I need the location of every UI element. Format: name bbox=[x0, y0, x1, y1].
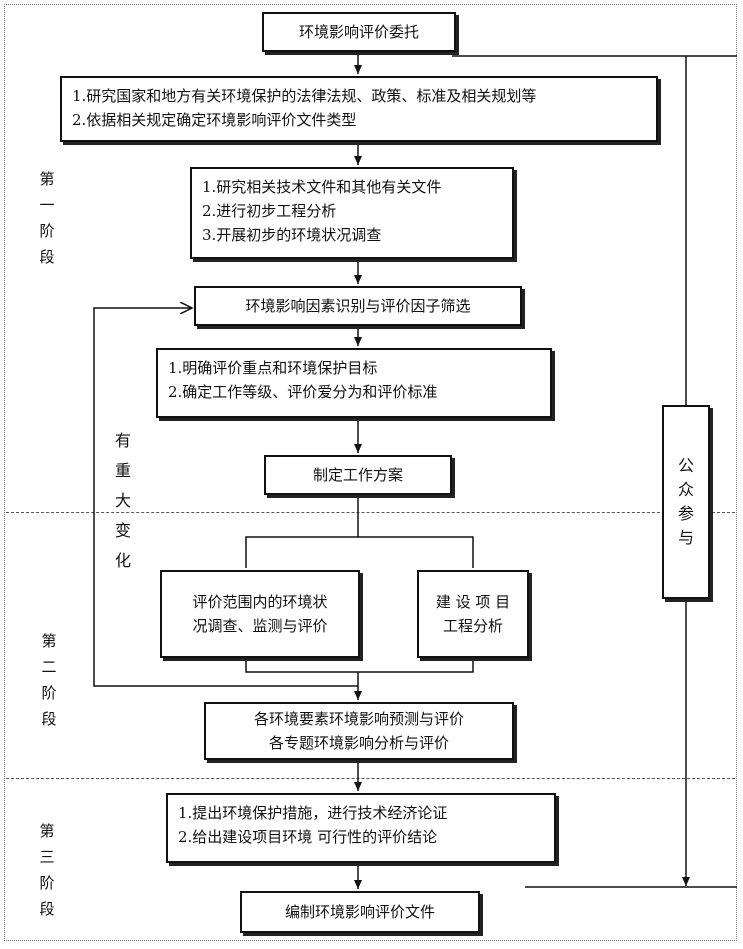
define-box: 1.明确评价重点和环境保护目标 2.确定工作等级、评价爱分为和评价标准 bbox=[156, 348, 552, 418]
merge-line bbox=[245, 660, 474, 673]
engineering-line-2: 工程分析 bbox=[442, 617, 503, 635]
feedback-char-3: 大 bbox=[114, 491, 131, 510]
feedback-char-4: 变 bbox=[114, 521, 131, 540]
stage-label-second: 第 二 阶 段 bbox=[34, 628, 64, 732]
stage-second-char-4: 段 bbox=[41, 710, 57, 728]
measures-line-1: 1.提出环境保护措施，进行技术经济论证 bbox=[178, 804, 448, 822]
define-line-2: 2.确定工作等级、评价爱分为和评价标准 bbox=[168, 383, 438, 401]
feedback-char-1: 有 bbox=[114, 431, 131, 450]
stage-divider-1 bbox=[6, 512, 735, 513]
research-line-1: 1.研究国家和地方有关环境保护的法律法规、政策、标准及相关规划等 bbox=[72, 87, 537, 105]
study-line-3: 3.开展初步的环境状况调查 bbox=[202, 226, 382, 244]
public-char-3: 参 bbox=[677, 504, 694, 523]
predict-box: 各环境要素环境影响预测与评价 各专题环境影响分析与评价 bbox=[204, 702, 514, 760]
stage-third-char-4: 段 bbox=[39, 900, 55, 918]
outer-frame bbox=[4, 4, 737, 941]
commission-text: 环境影响评价委托 bbox=[298, 23, 419, 41]
stage-divider-2 bbox=[6, 778, 735, 779]
stage-third-char-2: 三 bbox=[39, 848, 55, 866]
predict-line-2: 各专题环境影响分析与评价 bbox=[268, 734, 449, 752]
public-participation-box: 公 众 参 与 bbox=[662, 405, 710, 599]
feedback-char-2: 重 bbox=[114, 461, 131, 480]
stage-label-third: 第 三 阶 段 bbox=[32, 818, 62, 922]
identify-box: 环境影响因素识别与评价因子筛选 bbox=[194, 286, 522, 326]
survey-line-2: 况调查、监测与评价 bbox=[192, 617, 328, 635]
public-char-4: 与 bbox=[677, 528, 694, 547]
plan-text: 制定工作方案 bbox=[312, 466, 403, 484]
stage-third-char-1: 第 bbox=[39, 822, 55, 840]
engineering-box: 建 设 项 目 工程分析 bbox=[417, 570, 529, 658]
feedback-label: 有 重 大 变 化 bbox=[110, 426, 136, 576]
stage-first-char-4: 段 bbox=[39, 248, 55, 266]
measures-line-2: 2.给出建设项目环境 可行性的评价结论 bbox=[178, 828, 438, 846]
engineering-line-1: 建 设 项 目 bbox=[435, 593, 511, 611]
survey-line-1: 评价范围内的环境状 bbox=[192, 593, 328, 611]
stage-first-char-3: 阶 bbox=[39, 222, 55, 240]
define-line-1: 1.明确评价重点和环境保护目标 bbox=[168, 359, 378, 377]
feedback-loop bbox=[93, 308, 358, 687]
split-line bbox=[245, 536, 474, 568]
plan-box: 制定工作方案 bbox=[264, 455, 452, 495]
study-box: 1.研究相关技术文件和其他有关文件 2.进行初步工程分析 3.开展初步的环境状况… bbox=[190, 167, 514, 259]
research-line-2: 2.依据相关规定确定环境影响评价文件类型 bbox=[72, 111, 357, 129]
stage-first-char-2: 一 bbox=[39, 196, 55, 214]
feedback-char-5: 化 bbox=[114, 551, 131, 570]
study-line-2: 2.进行初步工程分析 bbox=[202, 202, 337, 220]
survey-box: 评价范围内的环境状 况调查、监测与评价 bbox=[160, 570, 360, 658]
public-char-1: 公 bbox=[677, 456, 694, 475]
stage-second-char-3: 阶 bbox=[41, 684, 57, 702]
commission-box: 环境影响评价委托 bbox=[262, 12, 456, 52]
measures-box: 1.提出环境保护措施，进行技术经济论证 2.给出建设项目环境 可行性的评价结论 bbox=[166, 793, 556, 863]
stage-third-char-3: 阶 bbox=[39, 874, 55, 892]
identify-text: 环境影响因素识别与评价因子筛选 bbox=[245, 297, 471, 315]
stage-label-first: 第 一 阶 段 bbox=[32, 166, 62, 270]
predict-line-1: 各环境要素环境影响预测与评价 bbox=[253, 710, 464, 728]
compile-box: 编制环境影响评价文件 bbox=[240, 891, 480, 933]
compile-text: 编制环境影响评价文件 bbox=[284, 903, 435, 921]
public-char-2: 众 bbox=[677, 480, 694, 499]
stage-first-char-1: 第 bbox=[39, 170, 55, 188]
research-box: 1.研究国家和地方有关环境保护的法律法规、政策、标准及相关规划等 2.依据相关规… bbox=[60, 76, 658, 142]
stage-second-char-1: 第 bbox=[41, 632, 57, 650]
study-line-1: 1.研究相关技术文件和其他有关文件 bbox=[202, 178, 442, 196]
stage-second-char-2: 二 bbox=[41, 658, 57, 676]
